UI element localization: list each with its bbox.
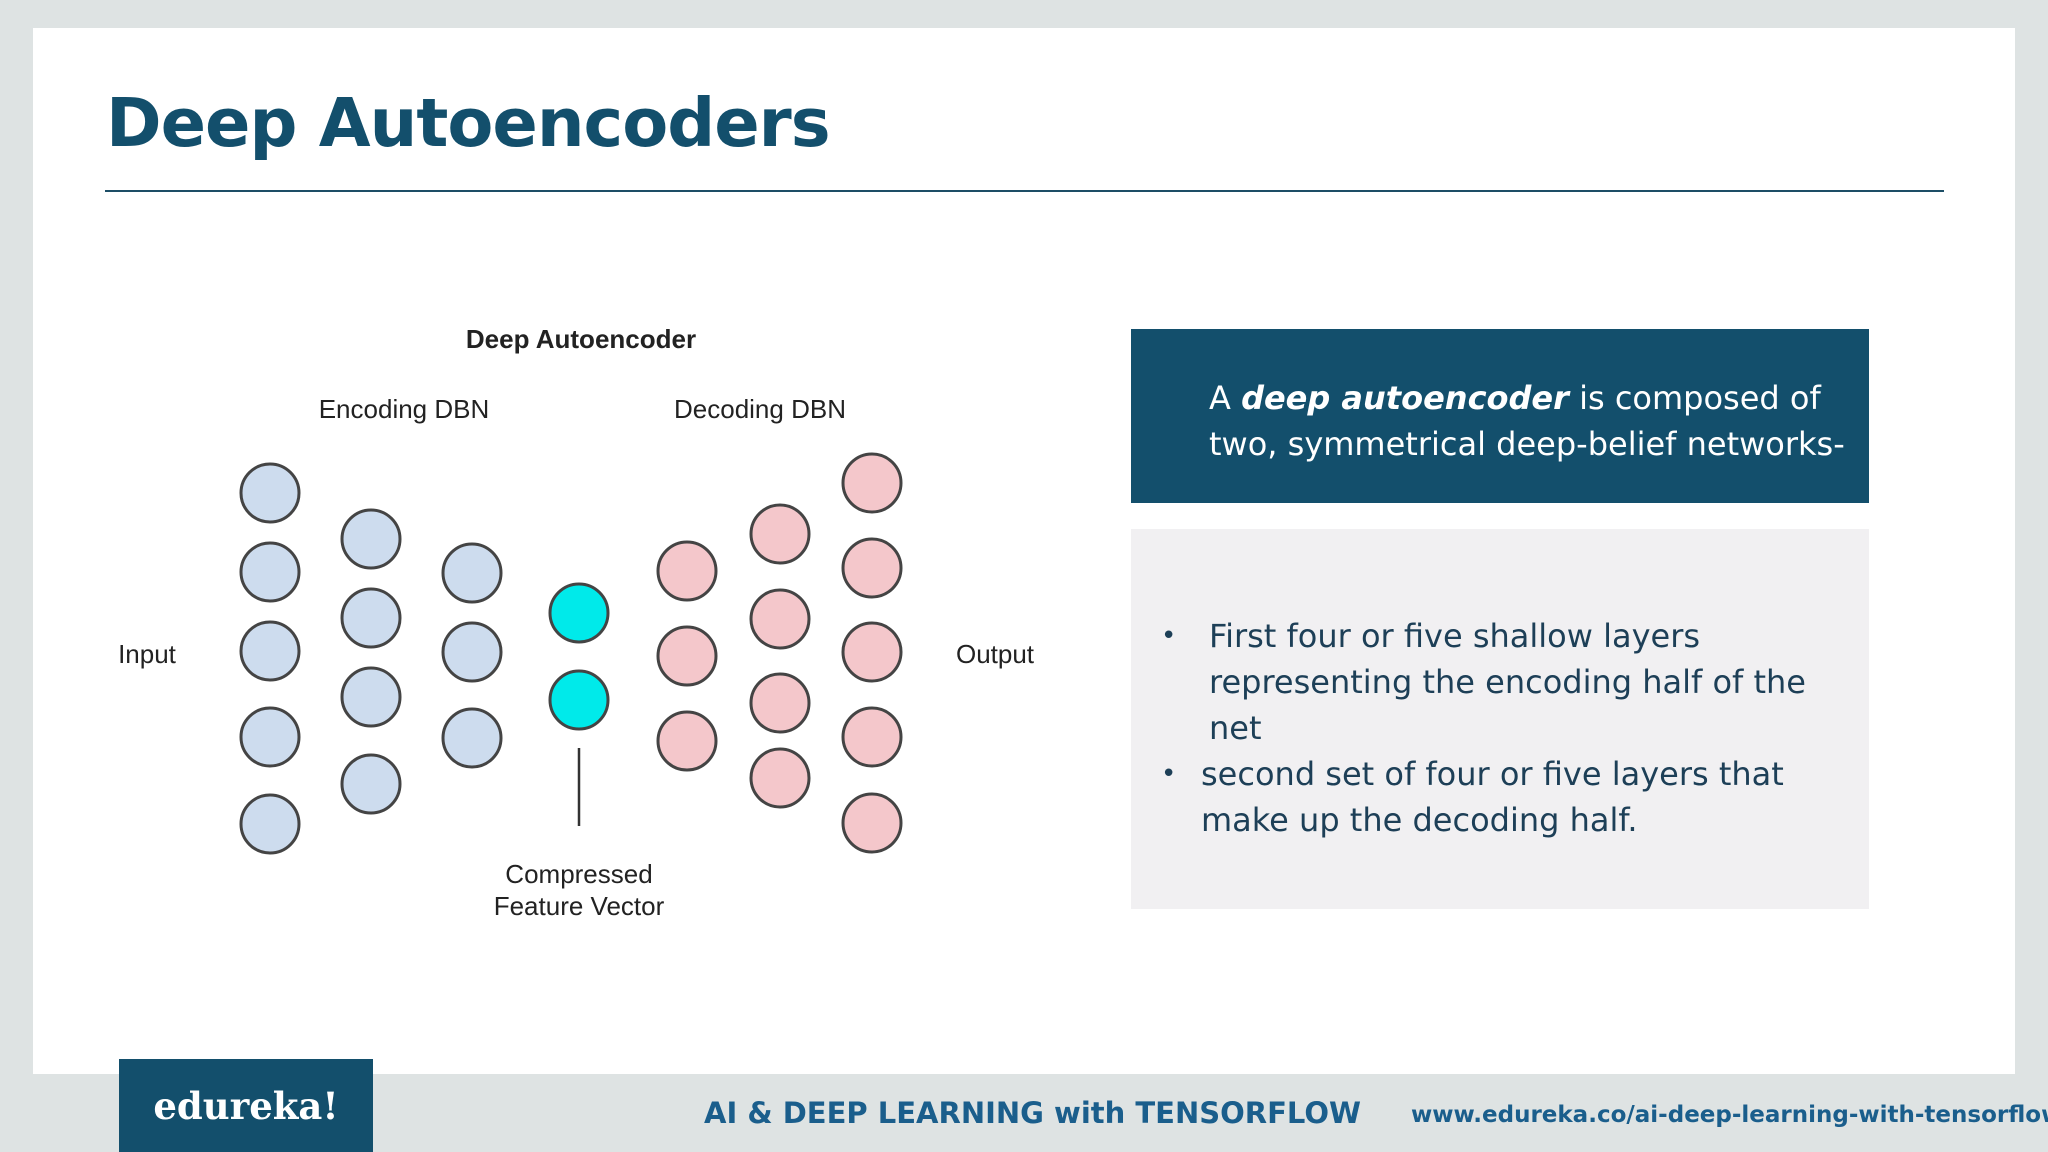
definition-box: A deep autoencoder is composed of two, s… (1131, 329, 1869, 503)
bullet-panel: • First four or five shallow layers repr… (1131, 529, 1869, 909)
decoder-node (841, 792, 903, 854)
encoder-node (340, 508, 402, 570)
decoder-node (656, 625, 718, 687)
bullet-text: second set of four or five layers that m… (1201, 755, 1784, 839)
decoder-node (841, 537, 903, 599)
decoder-node (656, 540, 718, 602)
encoder-node (441, 542, 503, 604)
encoder-node (239, 706, 301, 768)
encoding-dbn-label: Encoding DBN (319, 394, 490, 424)
bullet-item: • First four or five shallow layers repr… (1161, 613, 1849, 751)
encoder-node (239, 462, 301, 524)
decoder-node (749, 503, 811, 565)
encoder-node (239, 793, 301, 855)
definition-emphasis: deep autoencoder (1241, 379, 1569, 417)
bullet-item: • second set of four or five layers that… (1161, 751, 1849, 843)
decoder-node (749, 672, 811, 734)
code-node (548, 669, 610, 731)
decoder-node (841, 452, 903, 514)
network-nodes (239, 452, 903, 855)
footer-url[interactable]: www.edureka.co/ai-deep-learning-with-ten… (1411, 1102, 2048, 1128)
decoding-dbn-label: Decoding DBN (674, 394, 846, 424)
title-divider (105, 190, 1944, 192)
decoder-node (841, 706, 903, 768)
bullet-marker: • (1161, 759, 1177, 789)
encoder-node (239, 620, 301, 682)
definition-prefix: A (1209, 379, 1242, 417)
code-node (548, 582, 610, 644)
edureka-logo: edureka! (119, 1059, 373, 1152)
encoder-node (340, 753, 402, 815)
encoder-node (239, 541, 301, 603)
compressed-label-line2: Feature Vector (494, 891, 665, 921)
output-label: Output (956, 639, 1035, 669)
encoder-node (340, 587, 402, 649)
decoder-node (841, 621, 903, 683)
definition-suffix: is composed of two, symmetrical deep-bel… (1209, 379, 1845, 463)
encoder-node (340, 666, 402, 728)
input-label: Input (118, 639, 177, 669)
decoder-node (749, 747, 811, 809)
diagram-heading: Deep Autoencoder (466, 324, 696, 354)
encoder-node (441, 707, 503, 769)
bullet-marker: • (1161, 621, 1177, 651)
decoder-node (749, 588, 811, 650)
autoencoder-diagram: Deep Autoencoder Encoding DBN Decoding D… (118, 324, 1035, 921)
compressed-label-line1: Compressed (505, 859, 652, 889)
encoder-node (441, 621, 503, 683)
bullet-text: First four or five shallow layers repres… (1209, 617, 1806, 747)
slide-title: Deep Autoencoders (106, 84, 831, 162)
decoder-node (656, 710, 718, 772)
footer-course-title: AI & DEEP LEARNING with TENSORFLOW (704, 1096, 1362, 1130)
